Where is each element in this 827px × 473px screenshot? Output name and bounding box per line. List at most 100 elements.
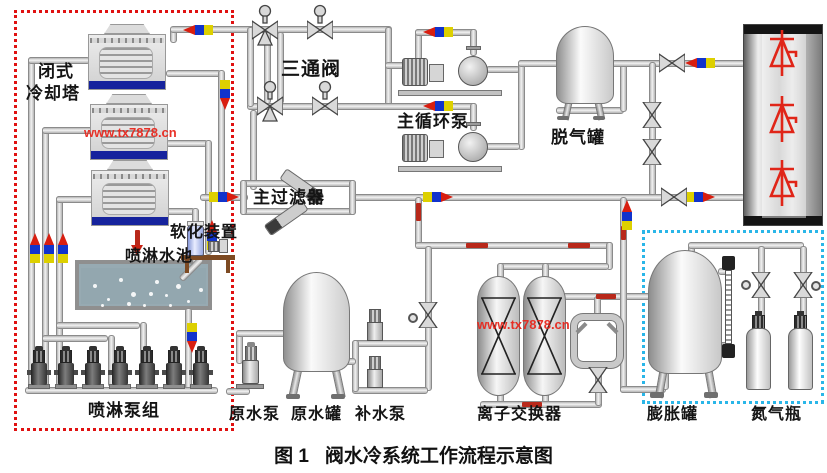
spray-pump-motor bbox=[195, 350, 207, 363]
pipe-segment bbox=[226, 388, 250, 395]
red-flow-mark bbox=[568, 243, 590, 248]
pipe-segment bbox=[470, 29, 477, 56]
spray-pump-motor bbox=[87, 350, 99, 363]
flow-indicator-right bbox=[423, 192, 453, 202]
label-ion-exchanger: 离子交换器 bbox=[477, 406, 563, 423]
nitrogen-bottle-knob bbox=[797, 311, 804, 316]
thyristor-symbols bbox=[744, 25, 822, 225]
figure-caption-text: 阀水冷系统工作流程示意图 bbox=[324, 446, 553, 467]
label-nitrogen-bottle: 氮气瓶 bbox=[751, 406, 803, 423]
pipe-segment bbox=[620, 60, 627, 112]
makeup-pump-body bbox=[367, 369, 383, 388]
pipe-segment bbox=[688, 242, 804, 249]
flow-indicator-down bbox=[187, 323, 197, 353]
cooling-tower-unit bbox=[91, 170, 169, 226]
cooling-tower-fan bbox=[104, 24, 150, 34]
cooling-tower-fan bbox=[106, 94, 152, 104]
nitrogen-bottle bbox=[788, 328, 813, 390]
spray-pump-motor bbox=[60, 350, 72, 363]
makeup-pump-body bbox=[367, 322, 383, 341]
valve-tower bbox=[743, 24, 823, 226]
cooling-tower-unit bbox=[88, 34, 166, 90]
pipe-segment bbox=[486, 66, 520, 73]
ion-exchanger-vessel bbox=[477, 276, 520, 396]
softening-vessel-cap bbox=[187, 221, 204, 226]
valve-tower-bottom-cap bbox=[744, 216, 822, 225]
flow-indicator-down bbox=[220, 80, 230, 110]
raw-water-pump-cap bbox=[247, 342, 255, 347]
valve-icon bbox=[750, 271, 772, 303]
bubble bbox=[143, 304, 146, 307]
red-flow-mark bbox=[466, 243, 488, 248]
flow-indicator-up bbox=[44, 233, 54, 263]
valve-tower-top-cap bbox=[744, 25, 822, 34]
flow-indicator-up bbox=[58, 233, 68, 263]
label-spray-pump-group: 喷淋泵组 bbox=[88, 401, 160, 420]
pipe-segment bbox=[240, 180, 247, 215]
label-softening-device: 软化装置 bbox=[170, 224, 239, 241]
flow-indicator-right bbox=[685, 192, 715, 202]
label-degassing-tank: 脱气罐 bbox=[551, 128, 605, 147]
label-closed-cooling-tower: 闭式 bbox=[38, 62, 74, 81]
pipe-segment bbox=[247, 27, 254, 107]
cooling-tower-fan bbox=[107, 160, 153, 170]
circulation-pump-volute bbox=[458, 56, 488, 86]
softening-table bbox=[181, 255, 235, 260]
valve-icon bbox=[792, 271, 814, 303]
spray-pump-motor bbox=[33, 350, 45, 363]
cooling-tower-coil bbox=[99, 47, 153, 79]
pipe-segment bbox=[352, 387, 428, 394]
red-flow-mark bbox=[416, 203, 421, 221]
valve-icon bbox=[641, 101, 663, 133]
circulation-pump-volute bbox=[458, 132, 488, 162]
label-three-way-valve: 三通阀 bbox=[281, 59, 342, 80]
bubble bbox=[131, 292, 136, 297]
nitrogen-bottle-valve bbox=[752, 315, 765, 329]
raw-water-pump-body bbox=[242, 360, 259, 384]
makeup-pump-motor bbox=[369, 356, 381, 370]
raw-water-tank-foot bbox=[331, 394, 345, 399]
pipe-segment bbox=[470, 103, 477, 131]
pipe-segment bbox=[518, 60, 525, 150]
makeup-pump-motor bbox=[369, 309, 381, 323]
spray-pump-body bbox=[58, 363, 74, 385]
circulation-pump-base bbox=[398, 90, 502, 96]
valve-icon bbox=[417, 301, 439, 333]
degassing-tank-foot bbox=[557, 116, 569, 120]
circulation-pump-motor bbox=[402, 134, 428, 162]
watermark: www.tx7878.cn bbox=[84, 125, 177, 140]
pipe-segment bbox=[166, 70, 221, 77]
nitrogen-bottle bbox=[746, 328, 771, 390]
sampler-loop bbox=[571, 314, 623, 368]
expansion-nitrogen-boundary bbox=[642, 230, 824, 404]
label-main-filter: 主过滤器 bbox=[253, 188, 325, 207]
level-gauge-top-fitting bbox=[722, 256, 735, 270]
bubble bbox=[199, 288, 203, 292]
bubble bbox=[127, 302, 131, 306]
bubble bbox=[101, 304, 104, 307]
thyristor-icon bbox=[769, 30, 798, 76]
spray-pool bbox=[75, 260, 212, 310]
nitrogen-bottle-knob bbox=[755, 311, 762, 316]
pipe-segment bbox=[28, 57, 35, 390]
pressure-gauge-icon bbox=[408, 313, 418, 323]
sampler-tick bbox=[575, 321, 588, 335]
spray-arrow-icon bbox=[131, 245, 143, 256]
pipe-segment bbox=[166, 140, 208, 147]
expansion-tank bbox=[648, 250, 722, 374]
bubble bbox=[149, 292, 153, 296]
circulation-pump-coupling bbox=[429, 64, 444, 82]
softening-pump-head bbox=[219, 239, 228, 253]
flow-indicator-left bbox=[423, 27, 453, 37]
softening-table-leg bbox=[226, 260, 230, 273]
sampler-tick bbox=[606, 321, 619, 335]
pipe-segment bbox=[352, 340, 359, 392]
bubble bbox=[93, 284, 97, 288]
bubble bbox=[155, 280, 159, 284]
cooling-tower-louver bbox=[90, 38, 164, 43]
circulation-pump-flange bbox=[466, 122, 481, 126]
label-makeup-water-pump: 补水泵 bbox=[355, 406, 407, 423]
cooling-tower-unit bbox=[90, 104, 168, 160]
flow-indicator-left bbox=[423, 101, 453, 111]
